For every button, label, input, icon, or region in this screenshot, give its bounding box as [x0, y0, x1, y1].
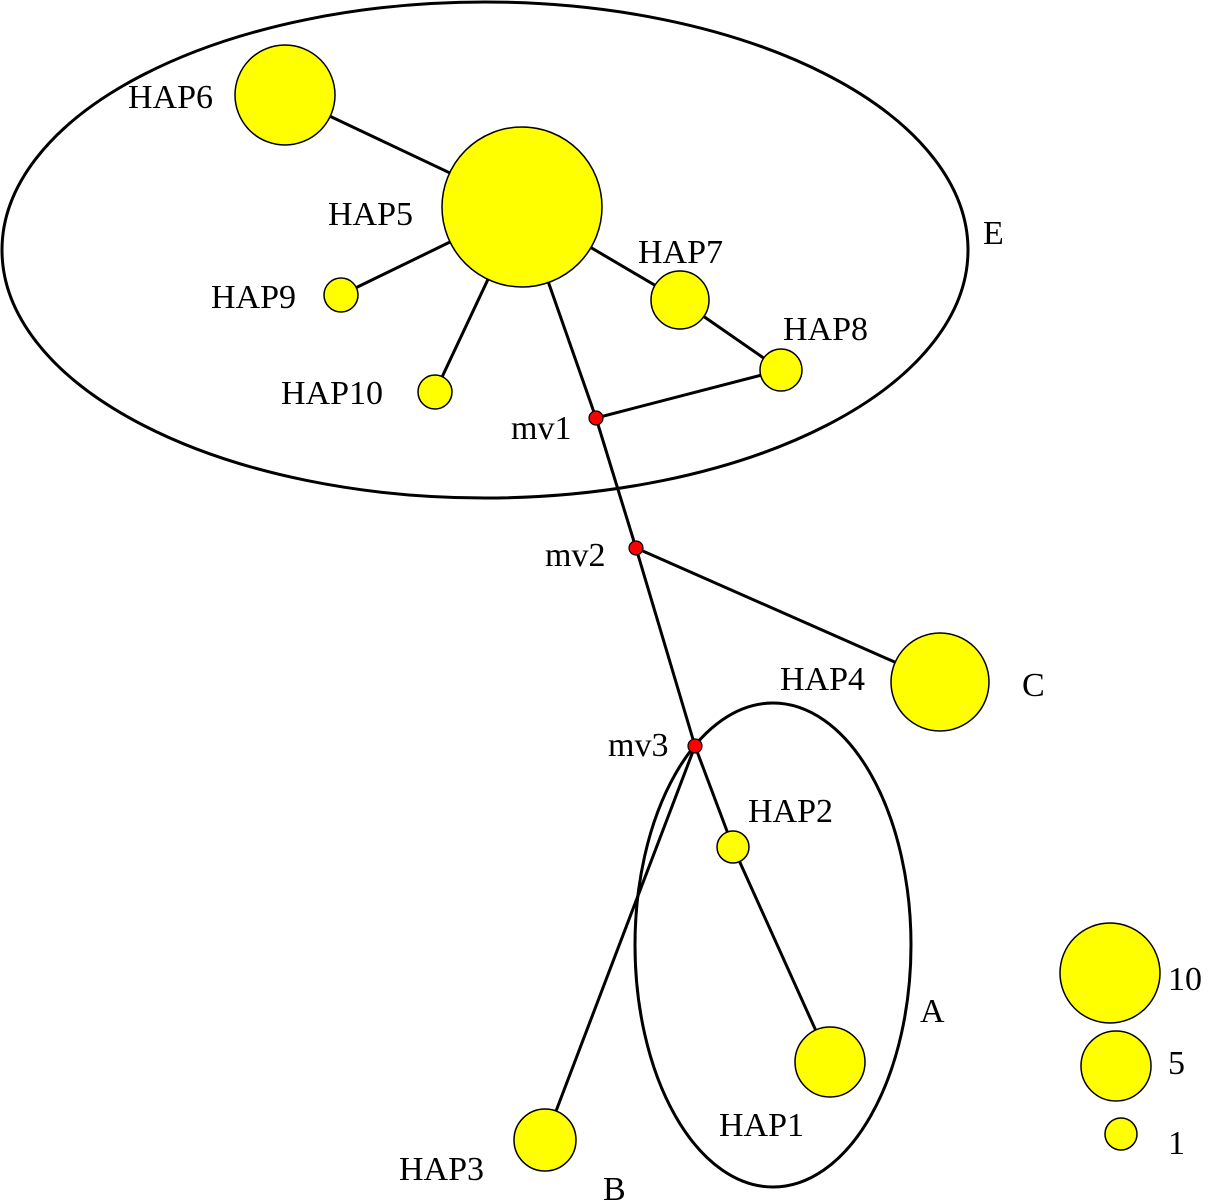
label-group-c: C	[1022, 667, 1045, 704]
node-hap7	[650, 270, 710, 330]
edge-hap2-hap1	[731, 846, 832, 1063]
node-hap3	[513, 1108, 577, 1172]
legend-circle-1	[1104, 1117, 1138, 1151]
node-hap10	[417, 374, 453, 410]
group-a-ellipse	[633, 701, 913, 1189]
edge-mv2-hap4	[635, 546, 941, 684]
edge-mv2-mv3	[634, 547, 697, 747]
legend-label-1: 1	[1168, 1125, 1185, 1162]
edge-mv3-hap2	[693, 745, 735, 848]
edge-mv1-mv2	[594, 417, 638, 549]
label-mv3: mv3	[608, 727, 668, 764]
node-hap6	[234, 44, 336, 146]
node-hap1	[794, 1026, 866, 1098]
legend-circle-5	[1080, 1030, 1152, 1102]
label-hap4: HAP4	[780, 661, 865, 698]
node-mv1	[588, 410, 604, 426]
node-hap9	[323, 277, 359, 313]
label-group-e: E	[983, 215, 1004, 252]
label-hap7: HAP7	[638, 234, 723, 271]
size-legend: 10 5 1	[1059, 922, 1202, 1162]
label-hap5: HAP5	[328, 196, 413, 233]
label-hap2: HAP2	[748, 793, 833, 830]
group-e-ellipse	[0, 0, 970, 500]
node-mv3	[687, 738, 703, 754]
label-group-b: B	[603, 1171, 626, 1202]
label-group-a: A	[920, 993, 945, 1030]
legend-label-10: 10	[1168, 961, 1202, 998]
legend-circle-10	[1059, 922, 1161, 1024]
node-hap5	[441, 126, 603, 288]
label-hap8: HAP8	[783, 311, 868, 348]
label-hap6: HAP6	[128, 79, 213, 116]
label-mv2: mv2	[545, 537, 605, 574]
node-mv2	[628, 540, 644, 556]
label-hap1: HAP1	[719, 1107, 804, 1144]
label-hap3: HAP3	[399, 1151, 484, 1188]
node-hap8	[759, 348, 803, 392]
edge-hap8-mv1	[595, 368, 782, 420]
label-hap9: HAP9	[211, 279, 296, 316]
label-mv1: mv1	[511, 410, 571, 447]
legend-label-5: 5	[1168, 1045, 1185, 1082]
edge-mv3-hap3	[543, 745, 697, 1141]
node-hap2	[716, 830, 750, 864]
label-hap10: HAP10	[281, 375, 383, 412]
node-hap4	[890, 632, 990, 732]
edges	[284, 93, 941, 1141]
